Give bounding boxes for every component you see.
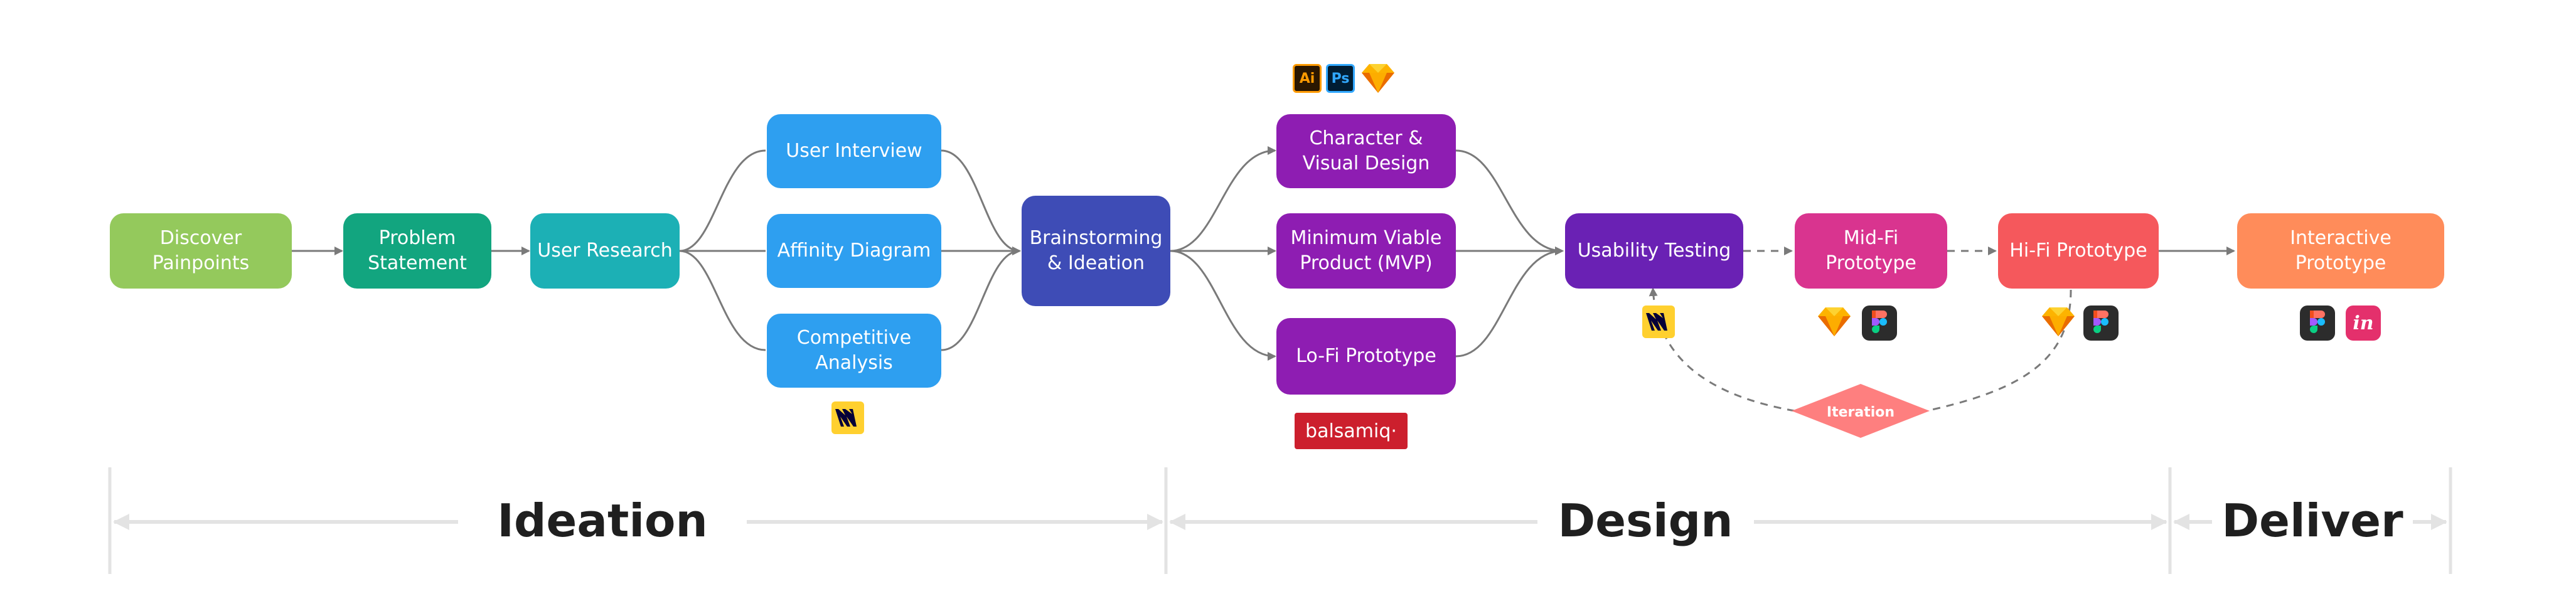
miro-icon [1642, 306, 1675, 338]
miro-icon [831, 401, 864, 434]
node-problem-statement: Problem Statement [343, 213, 491, 289]
node-user-interview: User Interview [767, 114, 941, 188]
node-lo-fi-prototype: Lo-Fi Prototype [1276, 318, 1456, 395]
node-discover-painpoints: Discover Painpoints [110, 213, 292, 289]
node-character-visual-design: Character & Visual Design [1276, 114, 1456, 188]
edge-interview-brainstorm [941, 149, 1021, 255]
iteration-label: Iteration [1827, 405, 1895, 420]
node-usability-testing: Usability Testing [1565, 213, 1743, 289]
edge-brainstorm-character [1170, 146, 1276, 252]
edge-brainstorm-lofi [1170, 250, 1276, 361]
node-interactive-prototype: Interactive Prototype [2237, 213, 2444, 289]
iteration-diamond [1792, 384, 1930, 438]
invision-icon: in [2346, 306, 2381, 341]
edge-competitive-brainstorm [941, 247, 1021, 351]
sketch-icon [1817, 306, 1852, 337]
sketch-icon [2041, 306, 2076, 337]
node-hi-fi-prototype: Hi-Fi Prototype [1998, 213, 2159, 289]
edge-research-competitive [679, 250, 766, 351]
figma-icon [1862, 306, 1897, 341]
edge-lofi-usability [1455, 247, 1564, 358]
node-mid-fi-prototype: Mid-Fi Prototype [1795, 213, 1947, 289]
figma-icon [2083, 306, 2119, 341]
node-competitive-analysis: Competitive Analysis [767, 314, 941, 388]
figma-icon [2300, 306, 2335, 341]
balsamiq-logo: balsamiq· [1295, 413, 1408, 449]
edge-iteration-usability [1649, 287, 1795, 412]
adobe-photoshop-icon: Ps [1326, 64, 1355, 93]
node-user-research: User Research [530, 213, 680, 289]
node-minimum-viable-product: Minimum Viable Product (MVP) [1276, 213, 1456, 289]
node-affinity-diagram: Affinity Diagram [767, 214, 941, 288]
phase-label-ideation: Ideation [497, 494, 708, 547]
phase-label-design: Design [1558, 494, 1733, 547]
node-brainstorming-ideation: Brainstorming & Ideation [1022, 196, 1170, 306]
sketch-icon [1360, 63, 1396, 94]
edge-research-interview [679, 149, 766, 252]
adobe-illustrator-icon: Ai [1293, 64, 1322, 93]
edge-character-usability [1455, 149, 1564, 255]
edge-hifi-iteration [1926, 289, 2072, 412]
phase-label-deliver: Deliver [2221, 494, 2403, 547]
